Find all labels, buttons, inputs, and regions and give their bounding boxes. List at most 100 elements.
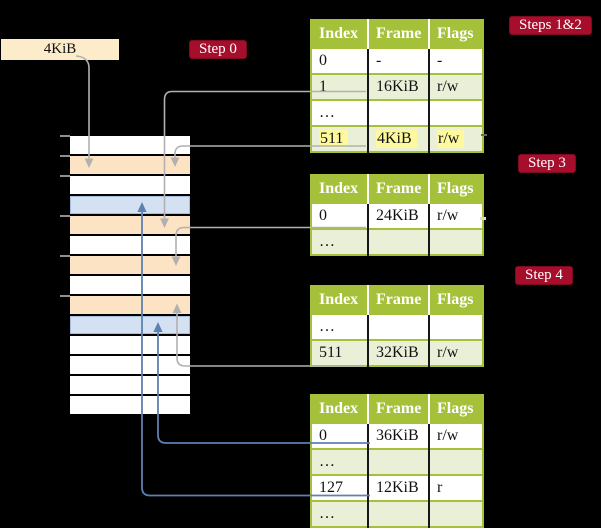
step-badge-3-label: Step 3 [528,155,566,171]
table-1-header-row: Index Frame Flags [311,20,483,48]
step-badge-0: Step 0 [189,40,247,59]
tick-mark [60,255,70,257]
table-4-header-frame: Frame [367,395,429,423]
page-size-label: 4KiB [43,41,77,57]
table-cell: 32KiB [367,339,429,366]
memory-frame-white [70,396,190,414]
table-cell: 12KiB [367,474,429,501]
table-cell: 0 [311,47,368,74]
table-row: … [311,228,483,255]
memory-frame-wheat [70,256,190,274]
table-2-header-index: Index [311,175,368,203]
table-row: … [311,99,483,126]
table-3-header-frame: Frame [367,286,429,314]
table-cell: 4KiB [367,125,429,152]
step-badge-4-label: Step 4 [525,267,563,283]
highlight: 511 [319,130,349,148]
table-2-header-flags: Flags [428,175,483,203]
table-cell: r/w [428,202,483,229]
table-cell [428,99,483,126]
table-cell: r [428,474,483,501]
table-row: 1 16KiB r/w [311,73,483,100]
tick-mark [60,135,70,137]
table-cell: 511 [311,125,368,152]
table-cell: 0 [311,202,368,229]
memory-frame-white [70,336,190,354]
table-3-header-row: Index Frame Flags [311,286,483,314]
table-cell [367,500,429,527]
table-cell: - [367,47,429,74]
table-row: 0 36KiB r/w [311,422,483,449]
memory-frame-wheat [70,216,190,234]
table-cell: 0 [311,422,368,449]
table-cell: 16KiB [367,73,429,100]
table-cell: 1 [311,73,368,100]
table-row: … [311,500,483,527]
memory-frame-white [70,176,190,194]
table-3-header-flags: Flags [428,286,483,314]
table-cell: 36KiB [367,422,429,449]
memory-frame-wheat [70,296,190,314]
step-badge-1-2-label: Steps 1&2 [519,17,582,33]
table-cell [367,448,429,475]
page-table-4: Index Frame Flags 0 36KiB r/w … 127 12Ki… [310,394,484,528]
table-2-header-row: Index Frame Flags [311,175,483,203]
memory-frame-white [70,136,190,154]
table-cell [367,228,429,255]
memory-frame-white [70,356,190,374]
memory-frame-white [70,376,190,394]
memory-frame-white [70,236,190,254]
table-cell: … [311,313,368,340]
step-badge-4: Step 4 [515,266,573,285]
step-badge-3: Step 3 [518,154,576,173]
table-cell [428,313,483,340]
table-cell: - [428,47,483,74]
table-1-header-frame: Frame [367,20,429,48]
memory-frame-wheat [70,156,190,174]
tick-mark [60,155,70,157]
memory-frame-blue [70,316,190,334]
table-cell: … [311,99,368,126]
table-cell: r/w [428,125,483,152]
table-row: … [311,448,483,475]
memory-frame-white [70,276,190,294]
table-cell: r/w [428,73,483,100]
table-4-header-index: Index [311,395,368,423]
page-table-1: Index Frame Flags 0 - - 1 16KiB r/w … 51… [310,19,484,153]
table-2-header-frame: Frame [367,175,429,203]
step-badge-1-2: Steps 1&2 [509,16,592,35]
page-table-2: Index Frame Flags 0 24KiB r/w … [310,174,484,256]
table-1-header-index: Index [311,20,368,48]
page-table-3: Index Frame Flags … 511 32KiB r/w [310,285,484,367]
memory-frame-blue [70,196,190,214]
table-row: 0 24KiB r/w [311,202,483,229]
table-cell: … [311,228,368,255]
table-4-header-row: Index Frame Flags [311,395,483,423]
step-badge-0-label: Step 0 [199,41,237,57]
table-cell: … [311,500,368,527]
table-cell [428,228,483,255]
table-row: … [311,313,483,340]
table-cell [367,313,429,340]
highlight: r/w [437,130,465,148]
tick-mark [60,215,70,217]
table-4-header-flags: Flags [428,395,483,423]
tick-mark [60,295,70,297]
table-cell: 24KiB [367,202,429,229]
memory-stack [70,136,190,416]
table-cell: r/w [428,422,483,449]
table-cell: r/w [428,339,483,366]
tick-mark [60,175,70,177]
table-cell [428,500,483,527]
page-size-box: 4KiB [1,39,119,60]
highlight: 4KiB [376,130,417,148]
table-row: 127 12KiB r [311,474,483,501]
table-1-header-flags: Flags [428,20,483,48]
connector-stub [480,217,486,220]
table-cell [367,99,429,126]
table-cell [428,448,483,475]
table-row: 511 32KiB r/w [311,339,483,366]
table-row: 0 - - [311,47,483,74]
connector-stub [481,134,487,136]
